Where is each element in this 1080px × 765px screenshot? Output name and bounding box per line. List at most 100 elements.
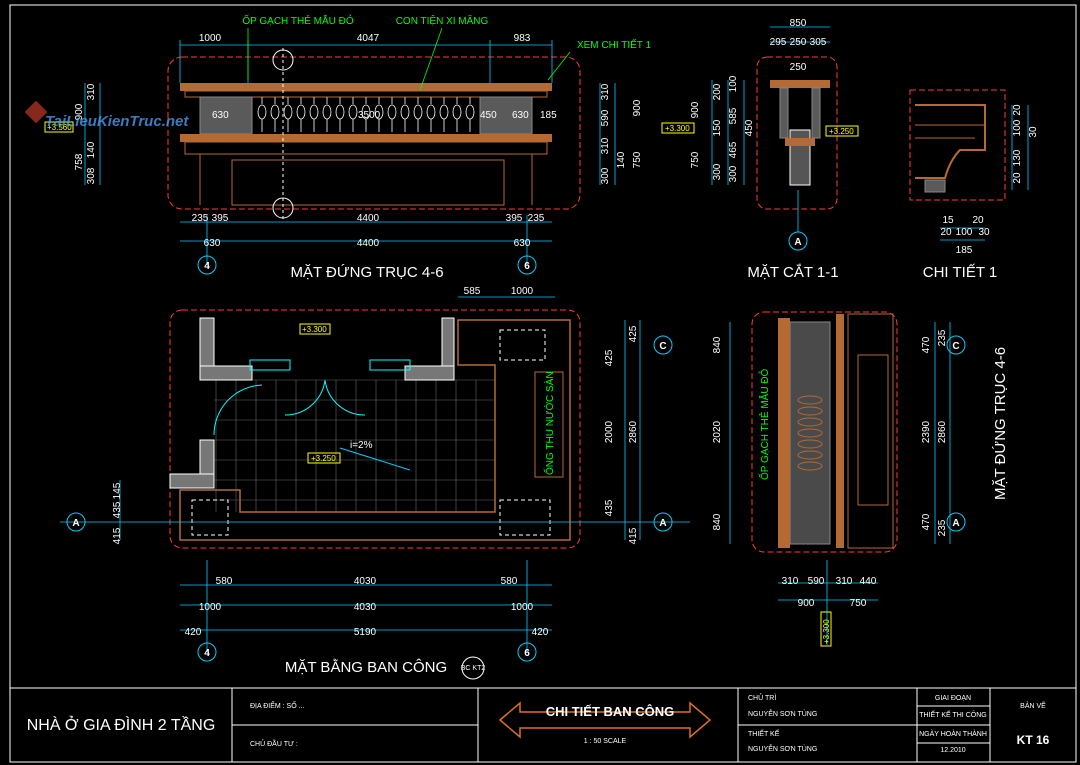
level-side: +3.300 bbox=[822, 619, 831, 644]
dim-elev-l-4: 140 bbox=[86, 141, 97, 158]
side-baluster bbox=[797, 406, 823, 416]
dim-elev-top-2: 4047 bbox=[357, 33, 380, 44]
dim-elev-b2-1: 630 bbox=[204, 238, 221, 249]
dim-plan-r-5: 435 bbox=[604, 499, 615, 516]
plan-stamp-text: BC KT2 bbox=[461, 665, 486, 672]
baluster bbox=[439, 104, 449, 120]
dim-sec-l-9: 465 bbox=[728, 141, 739, 158]
note-tile: ỐP GẠCH THẺ MẪU ĐỎ bbox=[242, 13, 354, 27]
cornice-top bbox=[180, 83, 552, 91]
svg-text:A: A bbox=[794, 237, 801, 248]
dim-det-r-3: 30 bbox=[1028, 126, 1039, 138]
dim-plan-b2-3: 1000 bbox=[511, 602, 534, 613]
baluster bbox=[413, 104, 423, 120]
title-side-elevation: MẶT ĐỨNG TRỤC 4-6 bbox=[992, 347, 1009, 500]
sheet-label: BẢN VẼ bbox=[1020, 701, 1046, 710]
baluster bbox=[426, 104, 436, 120]
dim-elev-in-4: 630 bbox=[512, 110, 529, 121]
baluster bbox=[348, 104, 358, 120]
dim-det-r-1: 20 bbox=[1012, 104, 1023, 116]
note-baluster: CON TIỆN XI MĂNG bbox=[396, 14, 489, 27]
title-plan: MẶT BẰNG BAN CÔNG bbox=[285, 658, 447, 676]
detail-view: 20 100 30 130 20 15 20 20 100 30 185 CHI… bbox=[909, 89, 1039, 281]
axis-bubble-c-side bbox=[946, 335, 966, 355]
dim-elev-b1-1: 235 bbox=[192, 213, 209, 224]
note-see-detail: XEM CHI TIẾT 1 bbox=[577, 38, 652, 51]
dim-elev-in-1: 630 bbox=[212, 110, 229, 121]
baluster bbox=[283, 104, 293, 120]
baluster bbox=[387, 104, 397, 120]
title-block: NHÀ Ở GIA ĐÌNH 2 TẦNG ĐỊA ĐIỂM : SỐ ... … bbox=[9, 687, 1077, 763]
title-section: MẶT CẮT 1-1 bbox=[747, 263, 838, 281]
baluster bbox=[400, 104, 410, 120]
dim-sec-top-3: 250 bbox=[790, 37, 807, 48]
dim-elev-in-3: 450 bbox=[480, 110, 497, 121]
svg-text:4: 4 bbox=[204, 261, 210, 272]
dim-plan-b1-3: 580 bbox=[501, 576, 518, 587]
phase-value: THIẾT KẾ THI CÔNG bbox=[919, 709, 986, 719]
dim-plan-b1-2: 4030 bbox=[354, 576, 377, 587]
title-arrow bbox=[498, 701, 712, 739]
date-value: 12.2010 bbox=[940, 747, 965, 754]
dim-plan-r-2: 425 bbox=[628, 325, 639, 342]
dim-plan-r-1: 425 bbox=[604, 349, 615, 366]
svg-text:A: A bbox=[952, 518, 959, 529]
dim-side-b1-2: 590 bbox=[808, 576, 825, 587]
dim-plan-r-3: 2000 bbox=[604, 420, 615, 443]
dim-elev-b1-3: 4400 bbox=[357, 213, 380, 224]
dim-elev-b1-5: 235 bbox=[528, 213, 545, 224]
axis-bubble-4-plan bbox=[197, 642, 217, 662]
dim-det-b-1: 15 bbox=[942, 215, 954, 226]
axis-bubble-a-plan-left bbox=[66, 512, 86, 532]
dim-elev-r-7: 300 bbox=[600, 167, 611, 184]
side-baluster bbox=[797, 450, 823, 460]
side-baluster bbox=[797, 428, 823, 438]
baluster bbox=[465, 104, 475, 120]
dim-side-b1-1: 310 bbox=[782, 576, 799, 587]
dim-det-b-2: 20 bbox=[972, 215, 984, 226]
dim-det-r-5: 20 bbox=[1012, 172, 1023, 184]
dim-side-r-4: 2860 bbox=[937, 420, 948, 443]
dim-plan-top-1: 585 bbox=[464, 286, 481, 297]
dim-det-b-5: 30 bbox=[978, 227, 990, 238]
dim-elev-l-3: 900 bbox=[74, 103, 85, 120]
svg-text:A: A bbox=[72, 518, 79, 529]
dim-plan-top-2: 1000 bbox=[511, 286, 534, 297]
dim-side-r-5: 470 bbox=[921, 513, 932, 530]
dim-plan-r-6: 415 bbox=[628, 527, 639, 544]
baluster-row bbox=[257, 97, 475, 132]
dim-elev-b2-2: 4400 bbox=[357, 238, 380, 249]
dim-det-b-4: 100 bbox=[956, 227, 973, 238]
dim-elev-l-7: 308 bbox=[86, 167, 97, 184]
dim-det-b-6: 185 bbox=[956, 245, 973, 256]
dim-plan-b3-1: 420 bbox=[185, 627, 202, 638]
dim-side-l-2: 2020 bbox=[712, 420, 723, 443]
dim-elev-r-4: 310 bbox=[600, 137, 611, 154]
dim-sec-top-2: 295 bbox=[770, 37, 787, 48]
dim-sec-top-5: 250 bbox=[790, 62, 807, 73]
svg-text:6: 6 bbox=[524, 261, 530, 272]
dim-side-r-3: 2390 bbox=[921, 420, 932, 443]
dim-side-l-1: 840 bbox=[712, 336, 723, 353]
dim-elev-in-5: 185 bbox=[540, 110, 557, 121]
axis-bubble-6-elev bbox=[517, 255, 537, 275]
title-elevation: MẶT ĐỨNG TRỤC 4-6 bbox=[290, 264, 443, 281]
note-side-tile: ỐP GẠCH THẺ MẪU ĐỎ bbox=[757, 368, 771, 480]
baluster bbox=[296, 104, 306, 120]
dim-side-b1-4: 440 bbox=[860, 576, 877, 587]
dim-plan-b3-3: 420 bbox=[532, 627, 549, 638]
axis-bubble-c-plan bbox=[653, 335, 673, 355]
dim-det-r-2: 100 bbox=[1012, 119, 1023, 136]
dim-det-r-4: 130 bbox=[1012, 149, 1023, 166]
dim-elev-l-1: 310 bbox=[86, 83, 97, 100]
owner-label: CHỦ ĐẦU TƯ : bbox=[250, 738, 298, 748]
date-label: NGÀY HOÀN THÀNH bbox=[919, 729, 987, 738]
svg-text:C: C bbox=[952, 341, 959, 352]
designer-label: THIẾT KẾ bbox=[748, 728, 780, 738]
dim-elev-b2-3: 630 bbox=[514, 238, 531, 249]
svg-text:C: C bbox=[659, 341, 666, 352]
dim-plan-l-3: 415 bbox=[112, 527, 123, 544]
dim-sec-l-5: 150 bbox=[712, 119, 723, 136]
balcony-base bbox=[180, 134, 552, 142]
dim-sec-top-1: 850 bbox=[790, 18, 807, 29]
